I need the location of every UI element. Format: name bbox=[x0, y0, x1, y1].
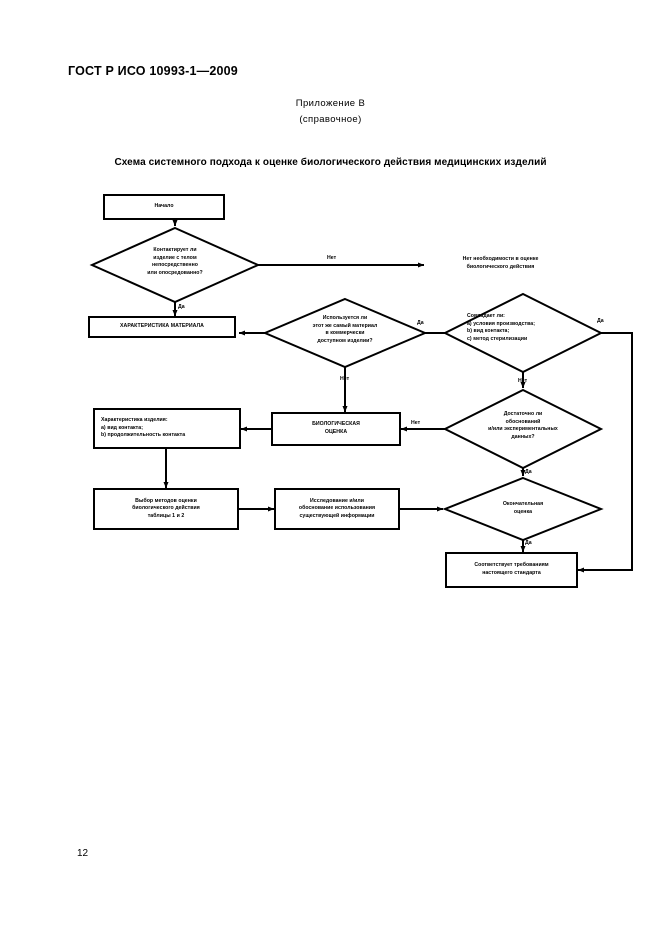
node-conforms[interactable]: Соответствует требованиям настоящего ста… bbox=[445, 552, 578, 588]
edge-label-match-yes: Да bbox=[597, 318, 604, 324]
annex-subtitle: (справочное) bbox=[299, 114, 362, 125]
node-conforms-line-2: настоящего стандарта bbox=[482, 570, 541, 576]
edge-label-contact-yes: Да bbox=[178, 304, 185, 310]
edge-label-contact-no: Нет bbox=[327, 255, 337, 261]
page-number: 12 bbox=[77, 848, 89, 859]
edge-label-same-material-yes: Да bbox=[417, 320, 424, 326]
node-research-justification-line-1: Исследование и/или bbox=[310, 497, 364, 504]
diamond-match-decision bbox=[442, 292, 604, 374]
node-research-justification-line-3: существующей информации bbox=[299, 512, 375, 519]
diamond-contact-decision bbox=[89, 226, 261, 304]
node-device-characterization-line-2: a) вид контакта; bbox=[101, 424, 143, 431]
node-research-justification[interactable]: Исследование и/или обоснование использов… bbox=[274, 488, 400, 530]
node-biological-evaluation-line-2: ОЦЕНКА bbox=[324, 429, 348, 435]
node-no-evaluation-needed-line-1: Нет необходимости в оценке bbox=[462, 256, 539, 262]
node-method-selection-line-2: биологического действия bbox=[132, 505, 200, 512]
node-device-characterization[interactable]: Характеристика изделия: a) вид контакта;… bbox=[93, 408, 241, 449]
edge-label-sufficient-yes: Да bbox=[525, 469, 532, 475]
diamond-sufficient-data bbox=[442, 388, 604, 470]
edge-label-final-yes: Да bbox=[525, 540, 532, 546]
edge-match-yes-rail bbox=[577, 332, 633, 573]
annex-title: Приложение В bbox=[295, 98, 366, 109]
edge-label-match-no: Нет bbox=[518, 378, 528, 384]
node-method-selection[interactable]: Выбор методов оценки биологического дейс… bbox=[93, 488, 239, 530]
standard-header: ГОСТ Р ИСО 10993-1—2009 bbox=[68, 64, 238, 78]
node-material-characterization[interactable]: ХАРАКТЕРИСТИКА МАТЕРИАЛА bbox=[88, 316, 236, 338]
node-device-characterization-line-3: b) продолжительность контакта bbox=[101, 432, 186, 439]
node-method-selection-line-3: таблицы 1 и 2 bbox=[147, 512, 185, 519]
node-material-characterization-label: ХАРАКТЕРИСТИКА МАТЕРИАЛА bbox=[120, 323, 204, 330]
diamond-final-evaluation bbox=[442, 476, 604, 542]
node-biological-evaluation[interactable]: БИОЛОГИЧЕСКАЯ ОЦЕНКА bbox=[271, 412, 401, 446]
edge-label-sufficient-no: Нет bbox=[411, 420, 421, 426]
node-start[interactable]: Начало bbox=[103, 194, 225, 220]
diamond-same-material bbox=[262, 297, 428, 369]
node-method-selection-line-1: Выбор методов оценки bbox=[135, 497, 197, 504]
node-biological-evaluation-line-1: БИОЛОГИЧЕСКАЯ bbox=[312, 421, 360, 428]
edge-label-same-material-no: Нет bbox=[340, 376, 350, 382]
figure-title: Схема системного подхода к оценке биолог… bbox=[114, 157, 547, 168]
node-no-evaluation-needed: Нет необходимости в оценке биологическог… bbox=[428, 256, 573, 272]
node-device-characterization-line-1: Характеристика изделия: bbox=[101, 417, 168, 424]
node-research-justification-line-2: обоснование использования bbox=[298, 505, 376, 512]
node-start-label: Начало bbox=[154, 203, 174, 210]
node-no-evaluation-needed-line-2: биологического действия bbox=[466, 263, 535, 270]
node-conforms-line-1: Соответствует требованиям bbox=[474, 562, 549, 569]
